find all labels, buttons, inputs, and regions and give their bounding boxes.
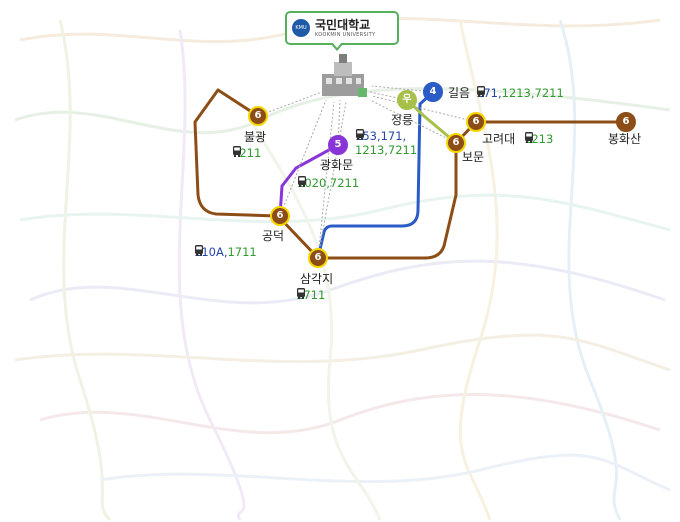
line-4-route <box>316 90 435 259</box>
bus-info-gongdeok: 110A,1711 <box>194 245 257 259</box>
station-node-jeongneung[interactable]: 우 <box>397 90 417 110</box>
route-arrows <box>257 85 477 259</box>
university-name-en: KOOKMIN UNIVERSITY <box>315 32 376 38</box>
university-name: 국민대학교 <box>315 18 371 32</box>
line-5-route <box>278 143 339 217</box>
station-node-bulgwang[interactable]: 6 <box>248 106 268 126</box>
station-label-jeongneung: 정릉 <box>391 113 414 127</box>
bus-info-samgakji: 1711 <box>296 288 326 302</box>
campus-building-icon <box>322 54 367 97</box>
station-node-samgakji[interactable]: 6 <box>308 248 328 268</box>
station-node-bonghwasan[interactable]: 6 <box>616 112 636 132</box>
station-node-gireum[interactable]: 4 <box>423 82 443 102</box>
bus-icon <box>233 146 241 157</box>
bus-icon <box>298 176 306 187</box>
university-callout: KMU 국민대학교 KOOKMIN UNIVERSITY <box>285 11 399 45</box>
station-label-bonghwasan: 봉화산 <box>608 132 642 146</box>
bus-icon <box>195 245 203 256</box>
station-node-gongdeok[interactable]: 6 <box>270 206 290 226</box>
station-node-korea-univ[interactable]: 6 <box>466 112 486 132</box>
station-label-samgakji: 삼각지 <box>300 272 334 286</box>
bus-info-korea-univ: 1213 <box>524 132 554 146</box>
station-node-bomun[interactable]: 6 <box>446 133 466 153</box>
bus-info-gireum: 171,1213,7211 <box>476 86 564 100</box>
station-label-gwanghwamun: 광화문 <box>320 158 354 172</box>
bus-info-gwanghwamun: 1020,7211 <box>297 176 360 190</box>
station-label-bulgwang: 불광 <box>244 130 267 144</box>
station-label-gongdeok: 공덕 <box>262 229 285 243</box>
bus-info-bulgwang: 7211 <box>232 146 262 160</box>
bus-icon <box>525 132 533 143</box>
station-label-gireum: 길음 <box>448 86 471 100</box>
background-network <box>14 16 671 522</box>
station-node-gwanghwamun[interactable]: 5 <box>328 135 348 155</box>
bus-icon <box>356 129 364 140</box>
bus-icon <box>477 86 485 97</box>
station-label-korea-univ: 고려대 <box>482 132 516 146</box>
bus-info-jeongneung: 153,171,1213,7211 <box>355 129 418 157</box>
bus-icon <box>297 288 305 299</box>
station-label-bomun: 보문 <box>462 150 485 164</box>
university-logo: KMU <box>292 19 310 37</box>
